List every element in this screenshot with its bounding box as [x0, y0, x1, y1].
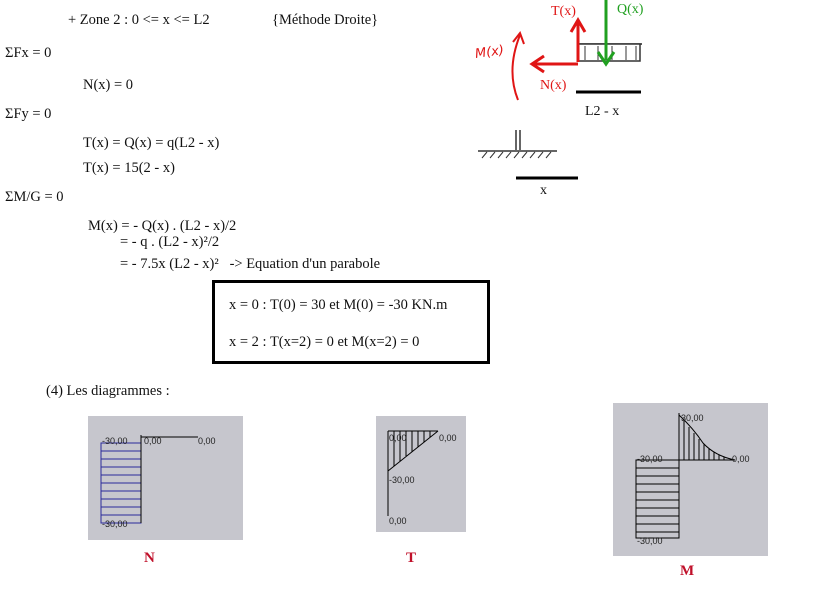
t-force-arrow: [569, 17, 587, 62]
n-force-label: N(x): [540, 78, 567, 93]
x-label: x: [540, 183, 547, 198]
diagram-n-name: N: [144, 550, 155, 566]
sum-m: ΣM/G = 0: [5, 189, 64, 205]
t-label-top-right: 0,00: [439, 433, 457, 443]
m-equation-1: M(x) = - Q(x) . (L2 - x)/2: [88, 218, 237, 234]
m-label-top: 30,00: [681, 413, 704, 423]
n-label-top-mid: 0,00: [144, 436, 162, 446]
zone-heading: + Zone 2 : 0 <= x <= L2: [68, 12, 210, 28]
sum-fy: ΣFy = 0: [5, 106, 52, 122]
m-equation-3: = - 7.5x (L2 - x)² -> Equation d'un para…: [120, 256, 381, 272]
diagram-m-panel: 30,00 -30,00 0,00 -30,00: [613, 403, 768, 556]
n-label-top-right: 0,00: [198, 436, 216, 446]
l2-label: L2 - x: [585, 104, 620, 119]
t-equation-2: T(x) = 15(2 - x): [83, 160, 175, 176]
diagram-t-name: T: [406, 550, 417, 566]
sum-fx: ΣFx = 0: [5, 45, 52, 61]
box-line-1: x = 0 : T(0) = 30 et M(0) = -30 KN.m: [229, 297, 448, 313]
t-force-label: T(x): [551, 4, 576, 19]
diagram-t-panel: 0,00 0,00 -30,00 0,00: [376, 416, 466, 532]
diagram-n-plot: [100, 435, 198, 524]
diagram-m-plot: [635, 413, 736, 539]
diagram-m-name: M: [680, 563, 695, 579]
n-label-top-left: -30,00: [102, 436, 128, 446]
results-box: x = 0 : T(0) = 30 et M(0) = -30 KN.m x =…: [212, 280, 490, 364]
q-force-label: Q(x): [617, 2, 644, 17]
m-label-bottom-left: -30,00: [637, 536, 663, 546]
t-label-top-left: 0,00: [389, 433, 407, 443]
free-body-sketch: [478, 0, 642, 180]
t-label-bottom-left: 0,00: [389, 516, 407, 526]
q-force-arrow: [596, 0, 616, 67]
t-equation-1: T(x) = Q(x) = q(L2 - x): [83, 135, 220, 151]
n-label-bottom-left: -30,00: [102, 519, 128, 529]
n-force-arrow: [529, 54, 578, 74]
diagram-t-plot: [387, 430, 439, 516]
box-line-2: x = 2 : T(x=2) = 0 et M(x=2) = 0: [229, 334, 420, 350]
diagrams-title: (4) Les diagrammes :: [46, 383, 170, 399]
diagram-n-panel: -30,00 0,00 0,00 -30,00: [88, 416, 243, 540]
m-equation-2: = - q . (L2 - x)²/2: [120, 234, 220, 250]
fixed-support: [478, 130, 557, 159]
method-label: {Méthode Droite}: [272, 12, 379, 28]
moment-arrow: [511, 30, 525, 101]
t-label-mid-left: -30,00: [389, 475, 415, 485]
m-label-mid-right: 0,00: [732, 454, 750, 464]
m-label-mid-left: -30,00: [637, 454, 663, 464]
n-equation: N(x) = 0: [83, 77, 134, 93]
